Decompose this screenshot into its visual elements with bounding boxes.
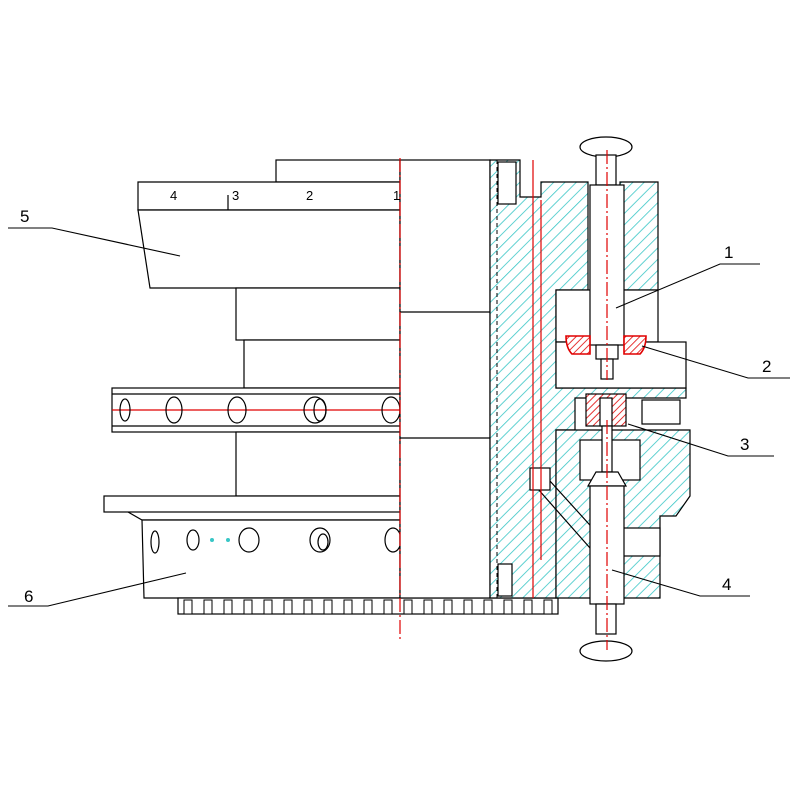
bottom-tooth bbox=[183, 599, 193, 615]
station-mark-2: 2 bbox=[306, 188, 313, 203]
callout-1: 1 bbox=[724, 243, 733, 262]
lower-base-holes bbox=[150, 527, 402, 554]
upper-ring-rim bbox=[137, 181, 401, 211]
leader-5 bbox=[8, 227, 181, 257]
base-hole bbox=[150, 530, 160, 554]
ejector-pin-assembly bbox=[565, 136, 647, 662]
flange-chamfer bbox=[127, 511, 400, 521]
exterior-view bbox=[103, 159, 559, 615]
core-step-3 bbox=[235, 431, 401, 497]
ring-hole bbox=[227, 396, 247, 424]
bolt-head bbox=[497, 161, 517, 205]
core-section bbox=[399, 159, 491, 599]
base-dot bbox=[210, 538, 214, 542]
central-core bbox=[399, 159, 491, 599]
bottom-tooth bbox=[543, 599, 553, 615]
seal-part-2-right bbox=[623, 335, 647, 355]
callouts: 5 6 1 2 3 4 bbox=[8, 207, 790, 607]
upper-ring-body bbox=[137, 209, 401, 289]
top-knob-neck bbox=[595, 154, 617, 186]
core-step-1 bbox=[235, 287, 401, 341]
station-mark-4: 4 bbox=[170, 188, 177, 203]
callout-4: 4 bbox=[722, 575, 731, 594]
channel-plug bbox=[529, 467, 551, 491]
pin-4-taper bbox=[586, 471, 628, 487]
ring-hole bbox=[165, 396, 183, 424]
bottom-tooth bbox=[243, 599, 253, 615]
bottom-tooth bbox=[283, 599, 293, 615]
bottom-tooth bbox=[203, 599, 213, 615]
base-hole bbox=[238, 527, 260, 553]
bottom-tooth bbox=[263, 599, 273, 615]
top-knob bbox=[579, 136, 633, 158]
callout-3: 3 bbox=[740, 435, 749, 454]
bolt-foot bbox=[497, 563, 513, 597]
bushing-bore bbox=[599, 397, 613, 427]
bottom-tooth bbox=[463, 599, 473, 615]
bottom-teeth bbox=[183, 599, 553, 615]
leader-6 bbox=[8, 572, 187, 607]
station-mark-1: 1 bbox=[393, 188, 400, 203]
pin-housing-right bbox=[619, 181, 659, 291]
bottom-knob bbox=[579, 640, 633, 662]
bottom-tooth bbox=[343, 599, 353, 615]
callout-2: 2 bbox=[762, 357, 771, 376]
callout-6: 6 bbox=[24, 587, 33, 606]
bottom-tooth bbox=[483, 599, 493, 615]
callout-5: 5 bbox=[20, 207, 29, 226]
bottom-knob-neck bbox=[595, 603, 617, 635]
bushing-side-block bbox=[641, 399, 681, 425]
bottom-tooth bbox=[423, 599, 433, 615]
bottom-tooth bbox=[363, 599, 373, 615]
bottom-tooth bbox=[303, 599, 313, 615]
station-mark-3: 3 bbox=[232, 188, 239, 203]
lower-side-port bbox=[619, 527, 661, 557]
base-flange bbox=[103, 495, 401, 513]
ring-hole bbox=[119, 398, 131, 422]
seal-part-2-left bbox=[565, 335, 591, 355]
bottom-tooth bbox=[443, 599, 453, 615]
leader-2 bbox=[641, 345, 790, 379]
ring-hole bbox=[313, 398, 327, 422]
bottom-tooth bbox=[223, 599, 233, 615]
base-hole bbox=[317, 533, 329, 551]
leader-4 bbox=[611, 569, 750, 597]
base-hole bbox=[309, 527, 331, 553]
bottom-tooth bbox=[383, 599, 393, 615]
bottom-tooth bbox=[323, 599, 333, 615]
leader-1 bbox=[615, 263, 760, 309]
top-plate bbox=[275, 159, 401, 183]
leader-3 bbox=[627, 423, 774, 457]
core-step-2 bbox=[243, 339, 401, 389]
station-marks: 4 3 2 1 bbox=[170, 188, 400, 203]
base-dot bbox=[226, 538, 230, 542]
base-hole bbox=[186, 529, 200, 551]
bottom-tooth bbox=[523, 599, 533, 615]
bottom-tooth bbox=[503, 599, 513, 615]
lower-base bbox=[141, 519, 401, 599]
bottom-tooth bbox=[403, 599, 413, 615]
